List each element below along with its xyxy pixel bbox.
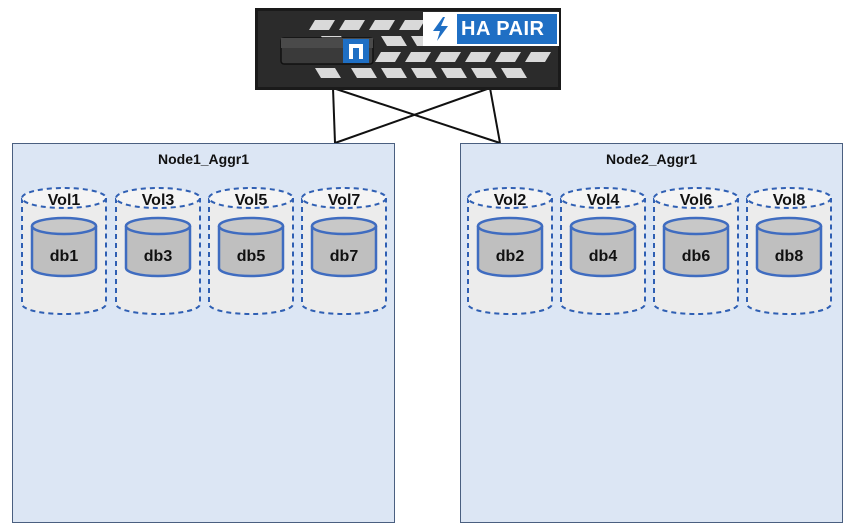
- cable-left-drop: [332, 87, 336, 144]
- volume-cylinder: Vol7 db7: [300, 186, 388, 316]
- volume-label: Vol7: [327, 192, 361, 209]
- volume-cylinder: Vol2 db2: [466, 186, 554, 316]
- volume-label: Vol3: [141, 192, 175, 209]
- cable-left-to-node2: [332, 87, 501, 144]
- cable-right-drop: [489, 87, 501, 144]
- database-label: db8: [774, 248, 804, 265]
- lightning-bolt-icon: [425, 14, 457, 44]
- volume-label: Vol4: [586, 192, 620, 209]
- aggregate-title: Node2_Aggr1: [605, 151, 698, 167]
- aggregate-title: Node1_Aggr1: [157, 151, 250, 167]
- volume-label: Vol2: [493, 192, 527, 209]
- database-label: db2: [495, 248, 525, 265]
- volume-cylinder: Vol1 db1: [20, 186, 108, 316]
- volume-label: Vol6: [679, 192, 713, 209]
- database-label: db5: [236, 248, 266, 265]
- volume-label: Vol5: [234, 192, 268, 209]
- ha-pair-badge: HA PAIR: [423, 12, 559, 46]
- volume-cylinder: Vol6 db6: [652, 186, 740, 316]
- cable-right-to-node1: [334, 87, 491, 144]
- volume-cylinder: Vol4 db4: [559, 186, 647, 316]
- volume-label: Vol8: [772, 192, 806, 209]
- volume-cylinder: Vol5 db5: [207, 186, 295, 316]
- ha-pair-label: HA PAIR: [461, 18, 545, 40]
- database-label: db3: [143, 248, 173, 265]
- volume-cylinder: Vol8 db8: [745, 186, 833, 316]
- volume-label: Vol1: [47, 192, 81, 209]
- database-label: db6: [681, 248, 711, 265]
- database-label: db1: [49, 248, 79, 265]
- volume-cylinder: Vol3 db3: [114, 186, 202, 316]
- database-label: db4: [588, 248, 618, 265]
- database-label: db7: [329, 248, 359, 265]
